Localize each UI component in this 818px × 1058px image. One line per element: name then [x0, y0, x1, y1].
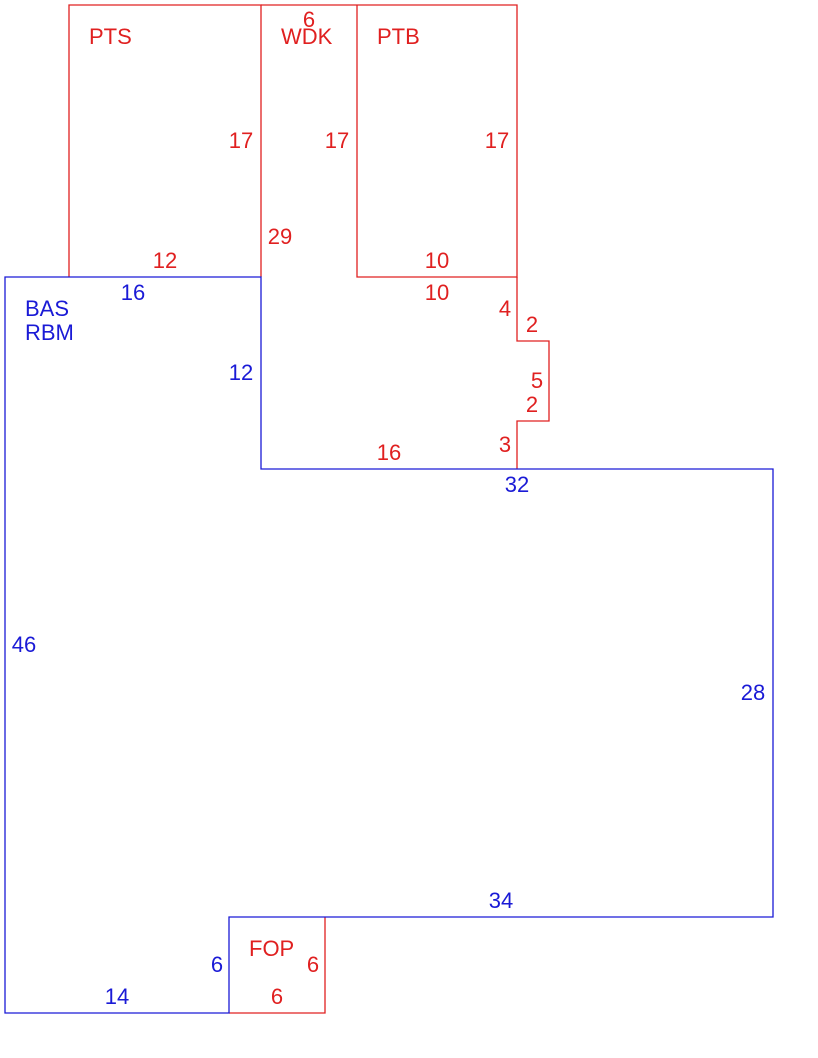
bas-area-code: BAS	[25, 296, 69, 321]
wdk-left-dimension: 17	[325, 128, 349, 153]
pts-right-dimension: 17	[229, 128, 253, 153]
notch-outline	[516, 277, 550, 469]
bas-outline	[4, 276, 774, 1014]
notch-seg2-dimension: 2	[526, 312, 538, 337]
notch-top-dimension: 10	[425, 280, 449, 305]
pts-outline	[68, 4, 262, 277]
fop-right-dimension: 6	[307, 952, 319, 977]
wdk-top-dimension: 6	[303, 7, 315, 32]
bas-inner-right-dimension: 12	[229, 360, 253, 385]
bas-top-dimension: 16	[121, 280, 145, 305]
bas-bottom-right-dimension: 34	[489, 888, 513, 913]
pts-area-code: PTS	[89, 24, 132, 49]
bas-right-dimension: 28	[741, 680, 765, 705]
ptb-right-dimension: 17	[485, 128, 509, 153]
notch-seg4-dimension: 2	[526, 392, 538, 417]
bas-bottom-left-dimension: 14	[105, 984, 129, 1009]
notch-bottom-dimension: 16	[377, 440, 401, 465]
wdk-right-dimension: 29	[268, 224, 292, 249]
wdk-area-code: WDK	[281, 24, 333, 49]
bas-left-dimension: 46	[12, 632, 36, 657]
ptb-bottom-dimension: 10	[425, 248, 449, 273]
notch-seg3-dimension: 5	[531, 368, 543, 393]
fop-area-code: FOP	[249, 936, 294, 961]
bas-bottom-step-dimension: 6	[211, 952, 223, 977]
notch-seg1-dimension: 4	[499, 296, 511, 321]
notch-seg5-dimension: 3	[499, 432, 511, 457]
fop-outline	[229, 917, 326, 1014]
ptb-area-code: PTB	[377, 24, 420, 49]
pts-bottom-dimension: 12	[153, 248, 177, 273]
fop-bottom-dimension: 6	[271, 984, 283, 1009]
rbm-area-code: RBM	[25, 320, 74, 345]
bas-step-dimension: 32	[505, 472, 529, 497]
